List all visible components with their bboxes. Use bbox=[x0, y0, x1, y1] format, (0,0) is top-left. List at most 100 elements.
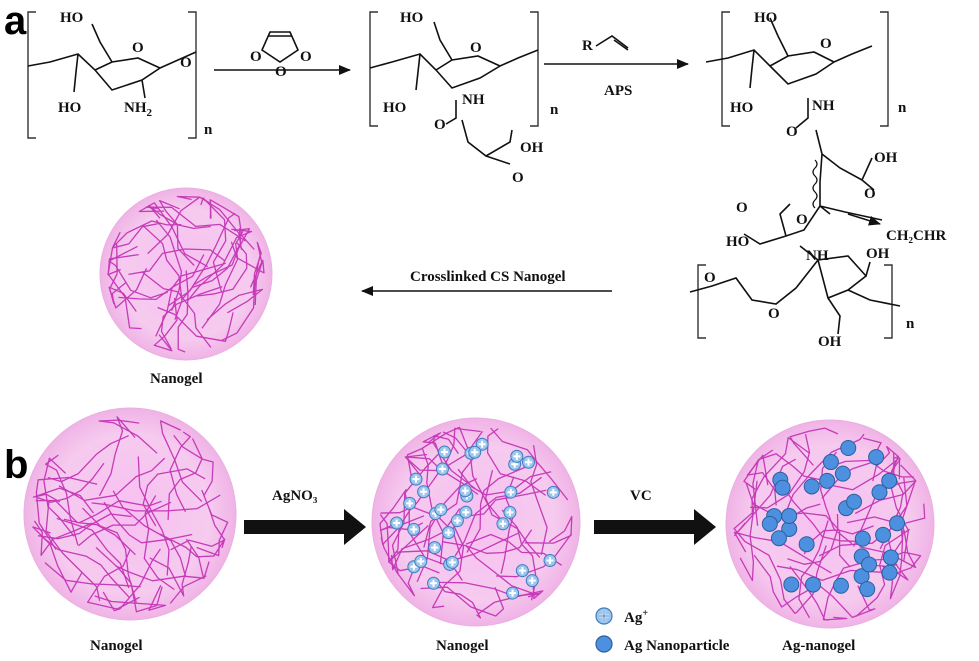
polymer-fiber bbox=[160, 285, 223, 350]
polymer-fiber bbox=[170, 508, 226, 551]
polymer-fiber bbox=[180, 228, 242, 301]
polymer-fiber bbox=[524, 515, 573, 544]
ag-ion bbox=[438, 445, 452, 459]
label-oh: OH bbox=[874, 150, 898, 166]
ag-ion bbox=[417, 485, 431, 499]
ag-ion bbox=[503, 505, 517, 519]
polymer-fiber bbox=[95, 547, 163, 613]
label-o: O bbox=[434, 117, 446, 133]
panel-label-b: b bbox=[4, 443, 28, 487]
polymer-fiber bbox=[145, 206, 246, 242]
polymer-fiber bbox=[733, 512, 785, 601]
polymer-fiber bbox=[781, 433, 865, 521]
polymer-fiber bbox=[103, 501, 193, 544]
label-oh: OH bbox=[520, 140, 544, 156]
polymer-fiber bbox=[91, 494, 221, 512]
polymer-fiber bbox=[422, 432, 448, 475]
label-ho: HO bbox=[60, 10, 83, 26]
polymer-fiber bbox=[107, 253, 142, 330]
label-nh: NH bbox=[812, 98, 835, 114]
ag-ion bbox=[522, 455, 536, 469]
polymer-fiber bbox=[137, 456, 170, 576]
ag-ion bbox=[414, 554, 428, 568]
polymer-fiber bbox=[58, 457, 166, 502]
polymer-fiber bbox=[379, 514, 400, 563]
label-agno3: AgNO₃ bbox=[272, 488, 318, 504]
polymer-fiber bbox=[159, 420, 203, 503]
polymer-fiber bbox=[147, 195, 201, 255]
label-ho: HO bbox=[726, 234, 749, 250]
ag-nanoparticle bbox=[882, 549, 899, 566]
nanogel-b3 bbox=[725, 419, 935, 629]
polymer-fiber bbox=[33, 520, 93, 556]
polymer-fiber bbox=[201, 231, 244, 329]
polymer-fiber bbox=[138, 202, 209, 268]
polymer-fiber bbox=[45, 501, 101, 602]
ag-nanoparticle bbox=[770, 530, 787, 547]
polymer-fiber bbox=[209, 199, 255, 250]
label-oh: OH bbox=[818, 334, 842, 350]
crosslinked-product: HO O HO NH O OH O CH₂CHR O HO O NH OH O … bbox=[689, 10, 946, 350]
polymer-fiber bbox=[155, 219, 183, 311]
polymer-fiber bbox=[739, 480, 758, 582]
ag-nanoparticle bbox=[846, 493, 863, 510]
label-o: O bbox=[250, 49, 262, 65]
polymer-fiber bbox=[167, 438, 203, 520]
label-o: O bbox=[736, 200, 748, 216]
polymer-fiber bbox=[177, 270, 189, 353]
label-o: O bbox=[786, 124, 798, 140]
ag-nanoparticle-group bbox=[761, 440, 906, 598]
legend-ag-nanoparticle-label: Ag Nanoparticle bbox=[624, 638, 730, 654]
polymer-fiber bbox=[128, 248, 226, 276]
polymer-fiber bbox=[821, 437, 882, 499]
polymer-fiber bbox=[433, 435, 476, 490]
polymer-fiber bbox=[35, 476, 98, 550]
ag-ion bbox=[506, 586, 520, 600]
label-o: O bbox=[275, 64, 287, 80]
ag-nanoparticle bbox=[854, 530, 871, 547]
ag-ion bbox=[546, 485, 560, 499]
polymer-fiber bbox=[197, 242, 248, 297]
polymer-fiber bbox=[112, 220, 182, 248]
ag-ion bbox=[390, 516, 404, 530]
ag-nanoparticle bbox=[861, 556, 878, 573]
label-nanogel: Nanogel bbox=[90, 638, 143, 654]
polymer-fiber bbox=[379, 488, 425, 546]
label-ho: HO bbox=[730, 100, 753, 116]
polymer-fiber bbox=[32, 526, 83, 593]
polymer-fiber bbox=[98, 419, 158, 454]
nanogel-top bbox=[99, 187, 273, 361]
polymer-fiber bbox=[380, 506, 463, 560]
polymer-fiber bbox=[465, 545, 540, 596]
ag-nanoparticle bbox=[832, 577, 849, 594]
polymer-fiber bbox=[200, 197, 227, 293]
label-ho: HO bbox=[58, 100, 81, 116]
ag-ion bbox=[496, 517, 510, 531]
polymer-fiber bbox=[421, 447, 445, 565]
nanogel-b1 bbox=[23, 407, 237, 621]
polymer-fiber bbox=[149, 545, 192, 597]
label-n: n bbox=[204, 122, 213, 138]
polymer-fiber bbox=[773, 512, 851, 568]
polymer-fiber bbox=[890, 464, 917, 558]
polymer-fiber bbox=[112, 490, 187, 577]
label-o: O bbox=[300, 49, 312, 65]
ag-ion bbox=[504, 485, 518, 499]
maleic-anhydride: O O O bbox=[250, 31, 312, 80]
ag-nanoparticle bbox=[881, 564, 898, 581]
label-o: O bbox=[512, 170, 524, 186]
polymer-fiber bbox=[32, 487, 95, 514]
polymer-fiber bbox=[169, 431, 191, 513]
polymer-fiber bbox=[118, 254, 205, 301]
arrow-ch2chr bbox=[847, 213, 881, 226]
label-vc: VC bbox=[630, 488, 652, 504]
ag-nanoparticle bbox=[761, 515, 778, 532]
ag-nanoparticle bbox=[774, 479, 791, 496]
polymer-fiber bbox=[787, 513, 839, 565]
polymer-fiber bbox=[193, 227, 251, 286]
ag-nanoparticle bbox=[881, 472, 898, 489]
arrow-agno3 bbox=[244, 509, 366, 545]
ag-ion bbox=[525, 574, 539, 588]
label-ho: HO bbox=[383, 100, 406, 116]
label-oh: OH bbox=[866, 246, 890, 262]
